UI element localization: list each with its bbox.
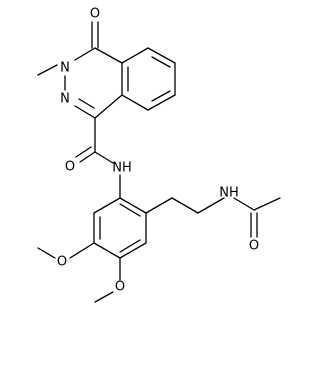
- bond: [151, 90, 171, 102]
- bond: [119, 203, 141, 217]
- bond: [94, 291, 114, 303]
- atom-label-nh: NH: [219, 186, 239, 201]
- bond: [78, 98, 95, 109]
- bond: [171, 197, 199, 214]
- atom-label-o: O: [115, 280, 125, 295]
- bond: [233, 197, 255, 211]
- bond: [93, 197, 121, 214]
- bond: [121, 47, 149, 64]
- bond: [119, 197, 147, 214]
- bond: [253, 197, 281, 211]
- bond: [145, 197, 173, 214]
- bond: [119, 239, 141, 253]
- bond: [121, 94, 149, 111]
- bond: [94, 94, 123, 119]
- bond: [37, 247, 56, 259]
- bond: [75, 146, 92, 158]
- bond: [79, 151, 96, 163]
- bond: [74, 105, 96, 119]
- bond: [147, 94, 176, 111]
- bond: [119, 242, 147, 259]
- atom-label-nh: NH: [112, 161, 132, 176]
- bond: [147, 47, 176, 64]
- bond: [93, 242, 121, 259]
- bond: [197, 197, 225, 214]
- atom-label-o: O: [65, 160, 75, 175]
- bond: [74, 47, 96, 61]
- bond: [94, 47, 123, 64]
- atom-label-o: O: [249, 239, 259, 254]
- atom-labels: O N N O NH NH O O O: [57, 7, 259, 295]
- atom-label-n: N: [60, 61, 70, 76]
- atom-label-o: O: [57, 255, 67, 270]
- bond: [69, 242, 95, 259]
- bond: [94, 151, 114, 164]
- atom-label-n: N: [60, 92, 70, 107]
- atom-label-o: O: [90, 7, 100, 22]
- bond: [37, 64, 58, 76]
- bond: [151, 56, 171, 68]
- bonds: [37, 21, 281, 303]
